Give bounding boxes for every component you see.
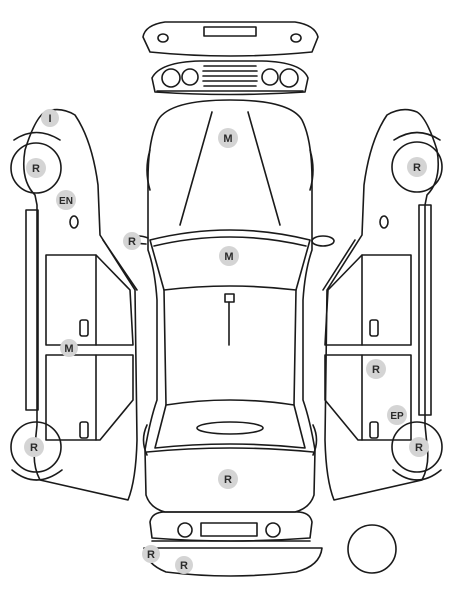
right-side-view (322, 108, 443, 501)
car-top-view (129, 99, 335, 513)
marker-right-rear-door[interactable]: R (366, 359, 386, 379)
svg-text:R: R (147, 549, 155, 561)
marker-left-rear-wheel[interactable]: R (24, 437, 44, 457)
svg-text:R: R (128, 236, 136, 248)
left-side-view (10, 108, 138, 501)
marker-left-side-top[interactable]: I (41, 109, 59, 127)
svg-text:M: M (224, 251, 233, 263)
marker-left-front-wheel[interactable]: R (26, 158, 46, 178)
marker-left-mirror[interactable]: R (123, 232, 141, 250)
svg-text:I: I (48, 113, 51, 125)
svg-text:R: R (224, 474, 232, 486)
svg-text:R: R (415, 442, 423, 454)
svg-text:M: M (64, 343, 73, 355)
marker-trunk[interactable]: R (218, 469, 238, 489)
marker-hood[interactable]: M (218, 128, 238, 148)
spare-wheel-circle (347, 524, 397, 574)
svg-text:R: R (30, 442, 38, 454)
marker-windshield[interactable]: M (219, 246, 239, 266)
svg-text:EP: EP (390, 411, 404, 422)
svg-text:M: M (223, 133, 232, 145)
marker-left-side-mid[interactable]: M (60, 339, 78, 357)
svg-text:R: R (32, 163, 40, 175)
svg-text:R: R (372, 364, 380, 376)
marker-rear-bumper-center[interactable]: R (175, 556, 193, 574)
marker-left-side-en[interactable]: EN (56, 190, 76, 210)
marker-right-rear-wheel[interactable]: R (409, 437, 429, 457)
rear-bumper-view (143, 547, 323, 577)
marker-right-side-ep[interactable]: EP (387, 405, 407, 425)
svg-text:R: R (413, 162, 421, 174)
svg-text:EN: EN (59, 196, 73, 207)
marker-right-front-wheel[interactable]: R (407, 157, 427, 177)
front-grille-view (151, 60, 309, 96)
svg-text:R: R (180, 560, 188, 572)
front-bumper-view (142, 21, 319, 57)
rear-view (149, 511, 313, 542)
marker-rear-bumper-left[interactable]: R (142, 545, 160, 563)
